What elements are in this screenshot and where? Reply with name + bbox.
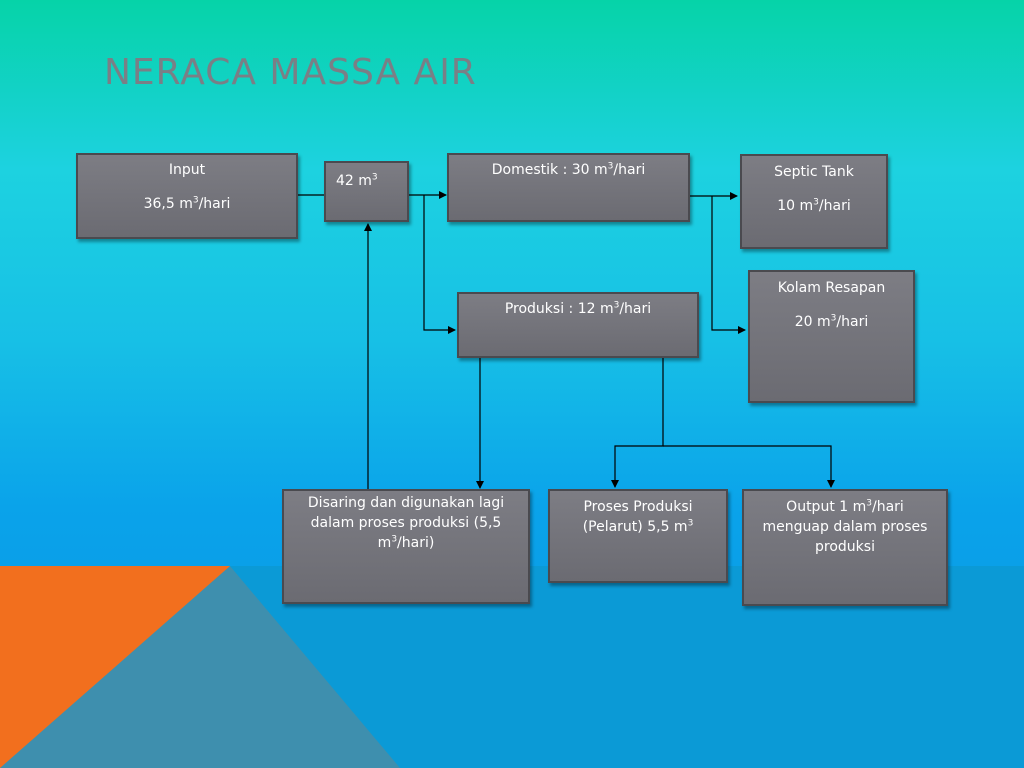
output-line-1: Output 1 m3/hari: [786, 498, 904, 515]
disaring-box: Disaring dan digunakan lagi dalam proses…: [282, 489, 530, 604]
produksi-box: Produksi : 12 m3/hari: [457, 292, 699, 358]
septic-tank-value: 10 m3/hari: [777, 197, 851, 214]
output-line-3: produksi: [815, 539, 875, 555]
septic-tank-box: Septic Tank 10 m3/hari: [740, 154, 888, 249]
total-box: 42 m3: [324, 161, 409, 222]
input-value: 36,5 m3/hari: [143, 195, 231, 212]
arrow-produksi-output: [663, 445, 835, 488]
disaring-line-2: dalam proses produksi (5,5: [310, 515, 502, 531]
disaring-line-3: m3/hari): [377, 534, 435, 551]
proses-produksi-line-1: Proses Produksi: [583, 499, 693, 515]
total-value: 42 m3: [336, 172, 378, 189]
orange-triangle: [0, 566, 230, 768]
arrow-total-produksi: [423, 195, 456, 334]
septic-tank-label: Septic Tank: [774, 164, 854, 180]
input-box: Input 36,5 m3/hari: [76, 153, 298, 239]
proses-produksi-box: Proses Produksi (Pelarut) 5,5 m3: [548, 489, 728, 583]
domestik-label: Domestik : 30 m3/hari: [491, 161, 646, 178]
arrow-produksi-proses: [611, 358, 664, 488]
produksi-label: Produksi : 12 m3/hari: [504, 300, 652, 317]
kolam-resapan-value: 20 m3/hari: [794, 313, 869, 330]
output-line-2: menguap dalam proses: [762, 519, 928, 535]
arrow-domestik-kolam: [711, 196, 746, 334]
kolam-resapan-label: Kolam Resapan: [777, 280, 886, 296]
proses-produksi-line-2: (Pelarut) 5,5 m3: [582, 518, 694, 535]
input-label: Input: [168, 162, 206, 178]
kolam-resapan-box: Kolam Resapan 20 m3/hari: [748, 270, 915, 403]
disaring-line-1: Disaring dan digunakan lagi: [307, 495, 505, 511]
domestik-box: Domestik : 30 m3/hari: [447, 153, 690, 222]
output-box: Output 1 m3/hari menguap dalam proses pr…: [742, 489, 948, 606]
slide-title: NERACA MASSA AIR: [104, 52, 477, 93]
